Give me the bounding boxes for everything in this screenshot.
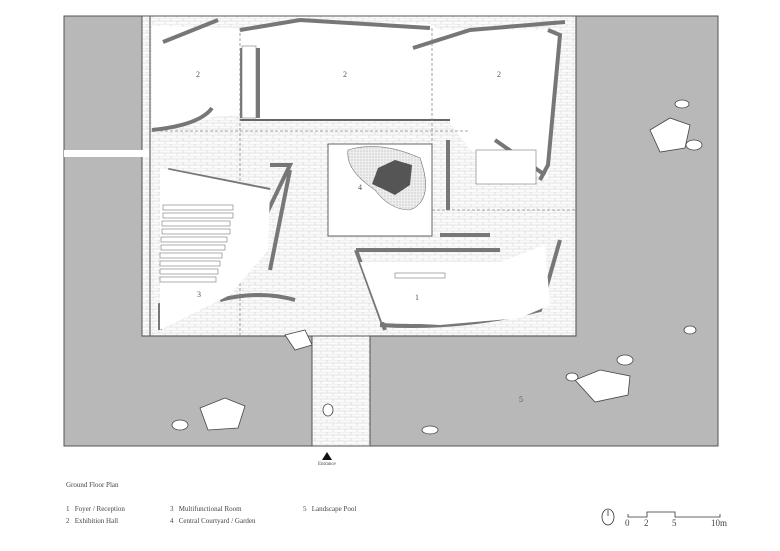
scale-tick: 2 bbox=[644, 518, 649, 528]
legend-label: Exhibition Hall bbox=[74, 517, 119, 525]
entrance-label: Entrance bbox=[318, 462, 336, 467]
scale-tick: 0 bbox=[625, 518, 630, 528]
rocks bbox=[171, 99, 703, 435]
stairs bbox=[241, 45, 537, 185]
entrance-path bbox=[311, 335, 371, 447]
legend-number: 3 bbox=[170, 505, 174, 513]
north-arrow-icon bbox=[601, 508, 615, 526]
legend-number: 1 bbox=[66, 505, 70, 513]
foyer-area bbox=[360, 245, 550, 325]
legend-number: 2 bbox=[66, 517, 70, 525]
room-label-exhibition: 2 bbox=[196, 70, 200, 79]
room-label-exhibition: 2 bbox=[343, 70, 347, 79]
room-label-exhibition: 2 bbox=[497, 70, 501, 79]
scale-tick: 10m bbox=[711, 518, 728, 528]
legend-item: 2 Exhibition Hall bbox=[66, 517, 118, 525]
plan-title: Ground Floor Plan bbox=[66, 481, 119, 489]
legend-label: Landscape Pool bbox=[311, 505, 357, 513]
room-label-courtyard: 4 bbox=[358, 183, 362, 192]
room-label-multifunctional: 3 bbox=[197, 290, 201, 299]
legend-item: 5 Landscape Pool bbox=[303, 505, 356, 513]
site-gap bbox=[64, 150, 150, 157]
room-label-foyer: 1 bbox=[415, 293, 419, 302]
legend-label: Foyer / Reception bbox=[74, 505, 125, 513]
entrance-arrow-icon bbox=[322, 452, 332, 460]
legend-item: 3 Multifunctional Room bbox=[170, 505, 242, 513]
room-label-pool: 5 bbox=[519, 395, 523, 404]
legend-label: Multifunctional Room bbox=[178, 505, 242, 513]
seating bbox=[159, 204, 234, 283]
planting bbox=[372, 160, 412, 195]
legend-number: 4 bbox=[170, 517, 174, 525]
reception-desk bbox=[394, 272, 446, 279]
legend-item: 1 Foyer / Reception bbox=[66, 505, 125, 513]
legend-label: Central Courtyard / Garden bbox=[178, 517, 256, 525]
legend-number: 5 bbox=[303, 505, 307, 513]
scale-bar bbox=[627, 511, 721, 518]
grid-lines bbox=[150, 28, 576, 336]
multifunctional-room-area bbox=[160, 168, 270, 330]
building-outline bbox=[142, 16, 577, 337]
legend-item: 4 Central Courtyard / Garden bbox=[170, 517, 256, 525]
scale-tick: 5 bbox=[672, 518, 677, 528]
